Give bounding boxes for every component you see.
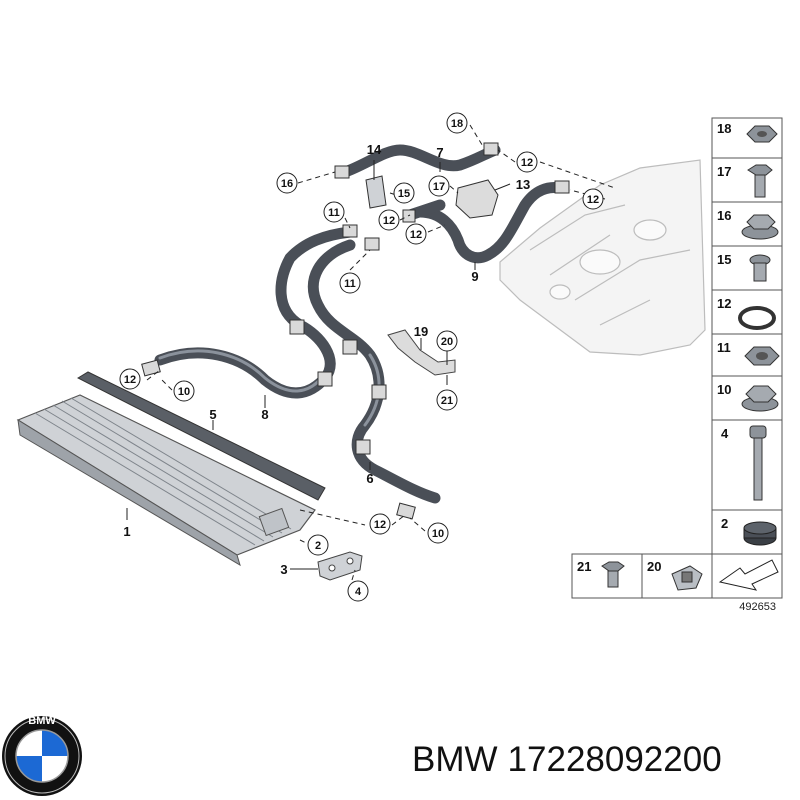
callout-10: 10 <box>173 380 195 402</box>
svg-text:10: 10 <box>178 386 190 398</box>
label-13: 13 <box>516 177 530 192</box>
parts-table-label-2: 2 <box>721 516 728 531</box>
label-3: 3 <box>280 562 287 577</box>
callout-4: 4 <box>347 580 369 602</box>
parts-table-label-17: 17 <box>717 164 731 179</box>
logo-letters: BMW <box>28 715 56 727</box>
hex-nut-icon <box>744 346 780 366</box>
part-number: 17228092200 <box>507 740 722 779</box>
svg-text:15: 15 <box>398 188 410 200</box>
callout-12: 12 <box>369 513 391 535</box>
leader-lines <box>126 124 616 581</box>
svg-text:11: 11 <box>328 207 340 219</box>
clip-nut-icon <box>671 565 703 591</box>
bracket-3 <box>317 551 363 581</box>
label-8: 8 <box>261 407 268 422</box>
callout-12: 12 <box>119 368 141 390</box>
parts-table-label-4: 4 <box>721 426 729 441</box>
callout-10: 10 <box>427 522 449 544</box>
hex-nut-icon <box>746 125 778 143</box>
callout-16: 16 <box>276 172 298 194</box>
grommet-icon <box>743 521 777 546</box>
arrow-icon <box>718 559 779 591</box>
cooler-strip <box>76 371 326 501</box>
brand-name: BMW <box>412 740 498 779</box>
bolt-icon <box>601 561 625 588</box>
bracket-14 <box>365 175 387 209</box>
callout-12: 12 <box>582 188 604 210</box>
parts-table: 18 17 16 15 12 11 10 4 2 <box>711 117 783 555</box>
svg-text:21: 21 <box>441 395 453 407</box>
bottom-parts-label-21: 21 <box>577 559 591 574</box>
callout-12: 12 <box>378 209 400 231</box>
svg-text:17: 17 <box>433 181 445 193</box>
callout-20: 20 <box>436 330 458 352</box>
bmw-roundel-icon: BMW <box>2 715 82 796</box>
hoses <box>154 144 566 504</box>
callout-2: 2 <box>307 534 329 556</box>
long-bolt-icon <box>749 425 767 501</box>
svg-text:12: 12 <box>410 229 422 241</box>
svg-text:20: 20 <box>441 336 453 348</box>
flange-nut-icon <box>741 214 779 240</box>
callout-21: 21 <box>436 389 458 411</box>
parts-table-label-10: 10 <box>717 382 731 397</box>
oil-cooler <box>16 394 316 567</box>
label-6: 6 <box>366 471 373 486</box>
diagram-number: 492653 <box>739 601 776 613</box>
label-5: 5 <box>209 407 216 422</box>
svg-text:12: 12 <box>521 157 533 169</box>
bottom-parts-row: 21 20 492653 <box>571 553 783 613</box>
svg-text:12: 12 <box>587 194 599 206</box>
label-14: 14 <box>367 142 382 157</box>
svg-text:12: 12 <box>383 215 395 227</box>
parts-table-label-16: 16 <box>717 208 731 223</box>
callout-11: 11 <box>339 272 361 294</box>
label-1: 1 <box>123 524 130 539</box>
bracket-13 <box>455 179 499 219</box>
callout-11: 11 <box>323 201 345 223</box>
label-9: 9 <box>471 269 478 284</box>
short-bolt-icon <box>749 254 771 282</box>
svg-text:18: 18 <box>451 118 463 130</box>
label-7: 7 <box>436 145 443 160</box>
parts-table-label-18: 18 <box>717 121 731 136</box>
svg-text:4: 4 <box>355 586 362 598</box>
engine-block <box>499 159 706 356</box>
parts-table-label-11: 11 <box>717 340 731 355</box>
parts-table-label-15: 15 <box>717 252 731 267</box>
svg-text:2: 2 <box>315 540 321 552</box>
callout-12: 12 <box>405 223 427 245</box>
callout-17: 17 <box>428 175 450 197</box>
parts-table-label-12: 12 <box>717 296 731 311</box>
bolt-icon <box>747 164 773 198</box>
svg-text:10: 10 <box>432 528 444 540</box>
svg-text:12: 12 <box>374 519 386 531</box>
label-19: 19 <box>414 324 428 339</box>
hose-clamps <box>141 142 570 520</box>
callout-18: 18 <box>446 112 468 134</box>
svg-text:16: 16 <box>281 178 293 190</box>
svg-text:12: 12 <box>124 374 136 386</box>
callout-15: 15 <box>393 182 415 204</box>
bracket-19 <box>387 329 456 376</box>
svg-text:11: 11 <box>344 278 356 290</box>
flange-nut-icon <box>741 385 779 412</box>
o-ring-icon <box>738 306 776 330</box>
bottom-parts-label-20: 20 <box>647 559 661 574</box>
callout-12: 12 <box>516 151 538 173</box>
